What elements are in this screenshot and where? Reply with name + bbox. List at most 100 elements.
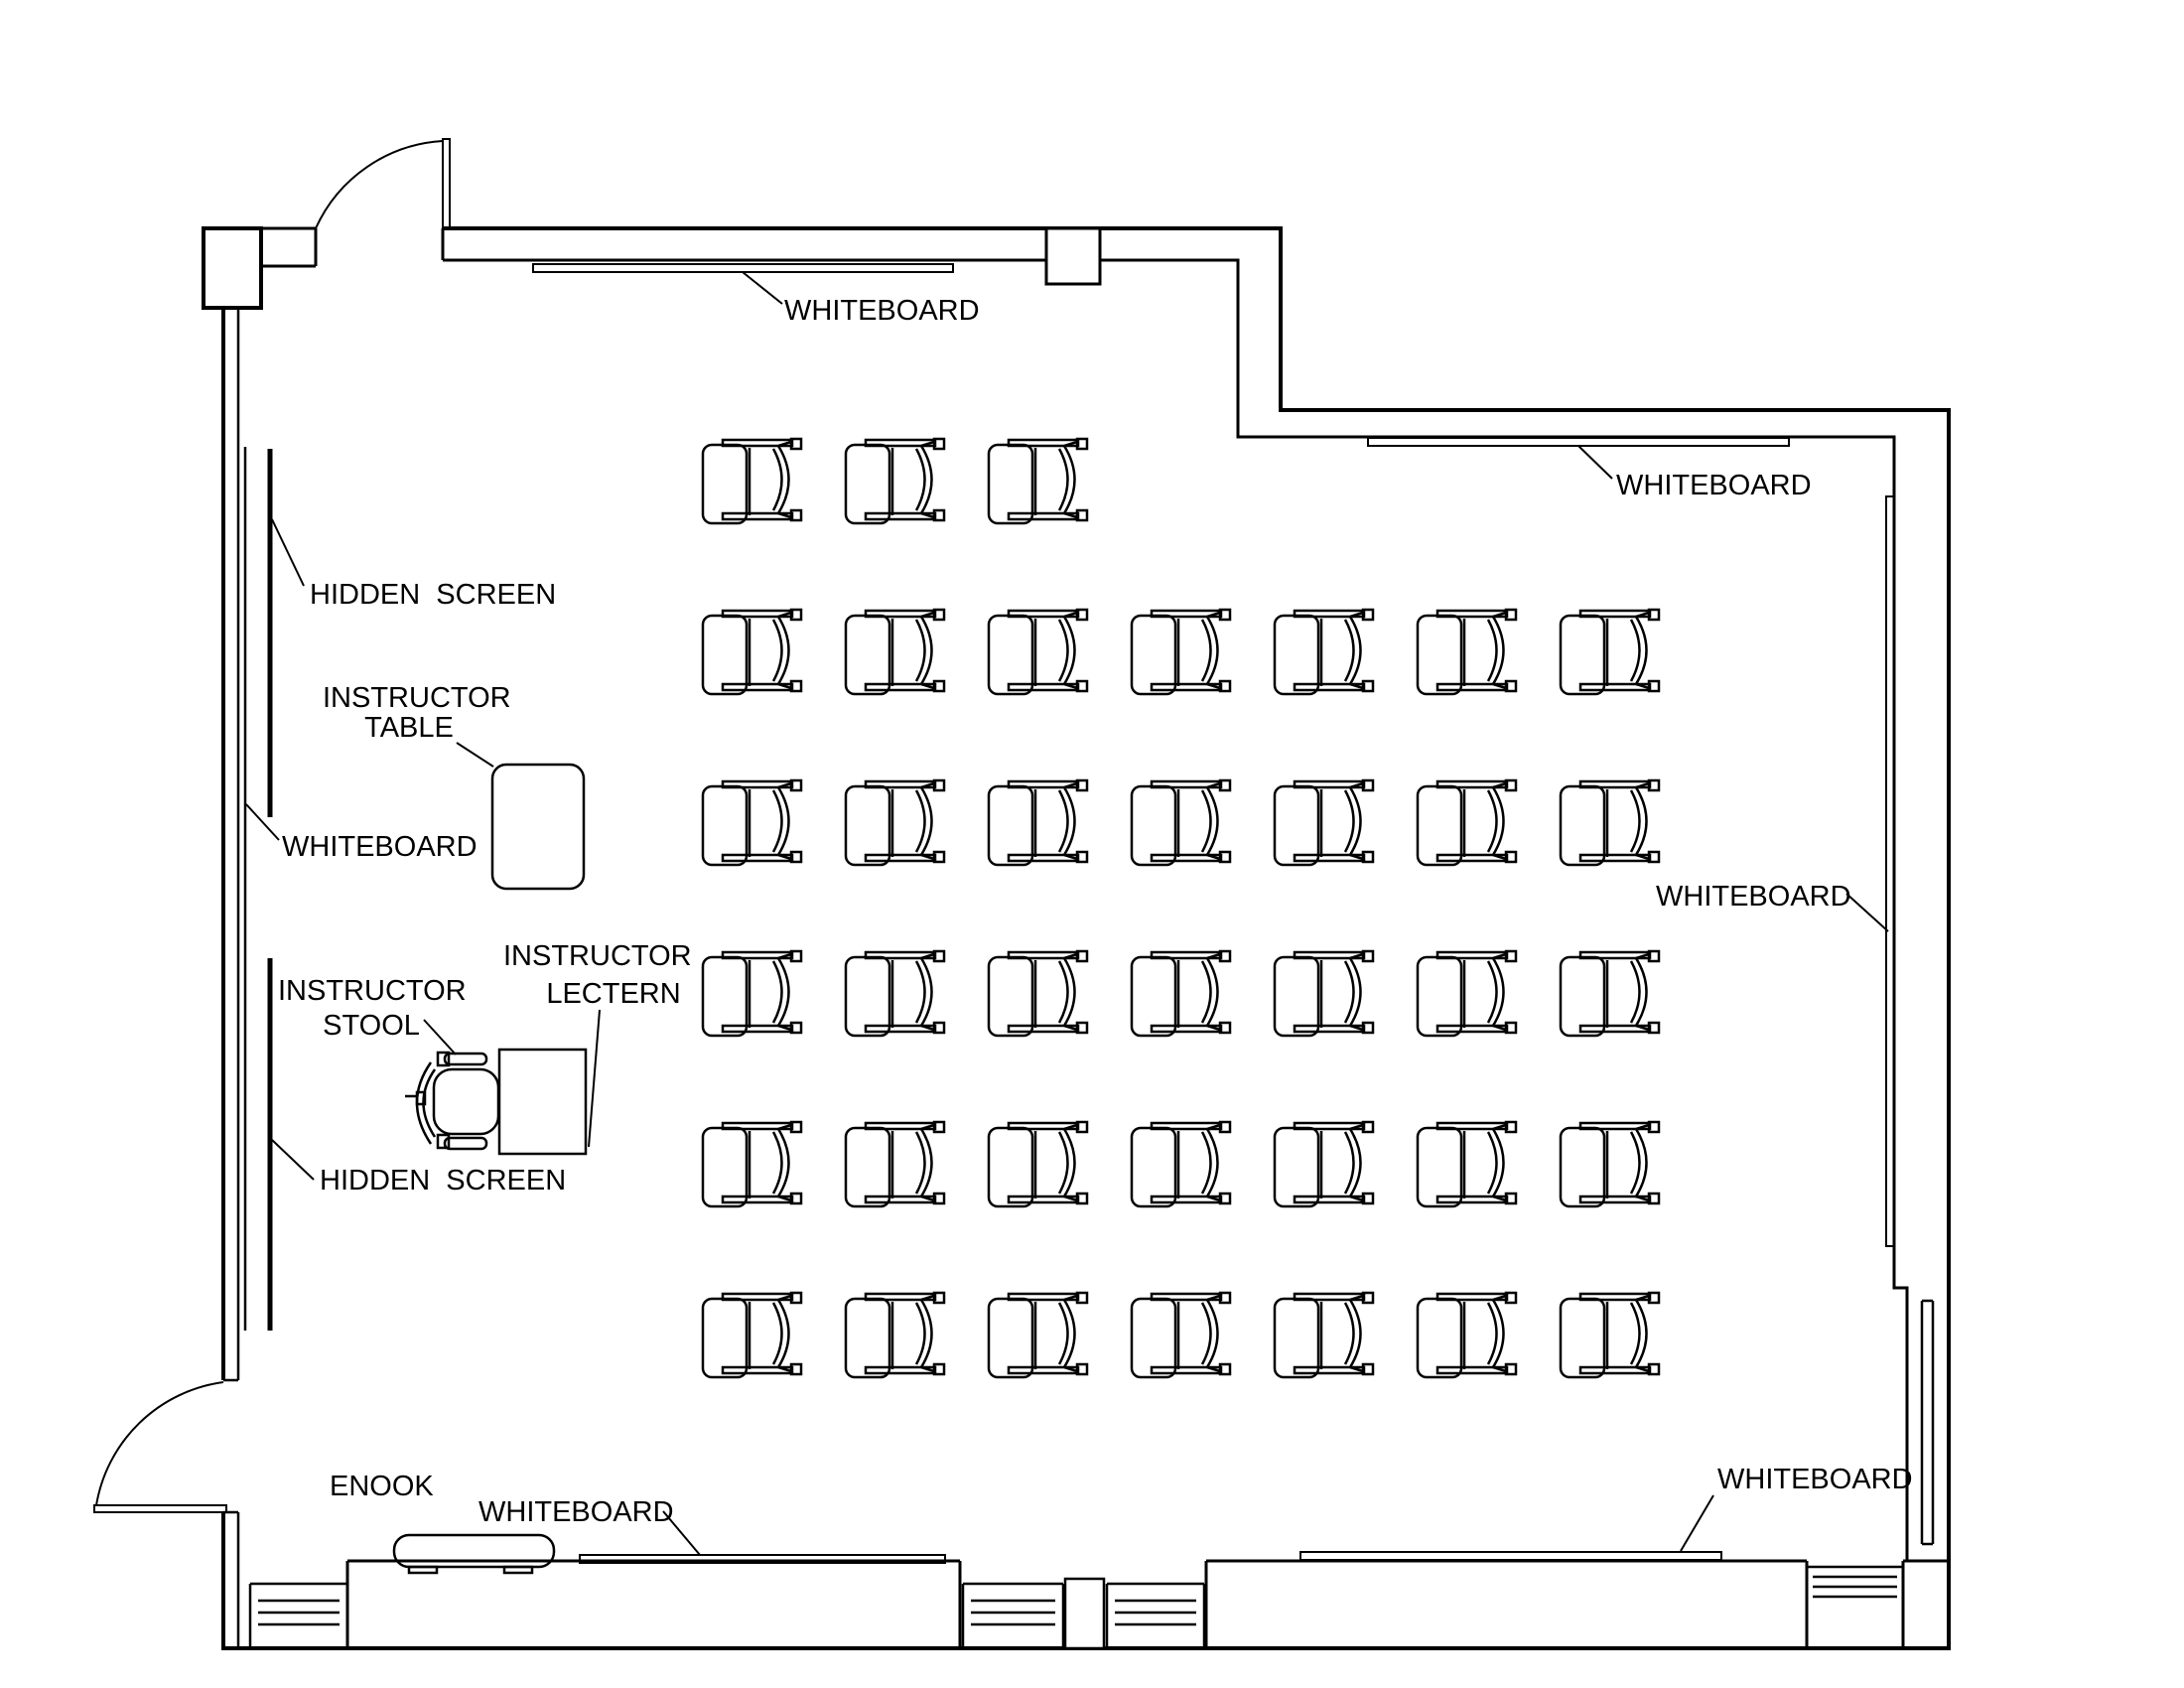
label-instructor-table-2: TABLE xyxy=(364,712,454,744)
louver-bottom-right xyxy=(1807,1565,1903,1599)
whiteboard-strip-bottom-left xyxy=(579,1554,946,1564)
chair xyxy=(1273,1120,1375,1208)
chair xyxy=(1273,608,1375,696)
label-instructor-stool-2: STOOL xyxy=(323,1010,420,1042)
chair xyxy=(1559,778,1661,867)
label-instructor-table-1: INSTRUCTOR xyxy=(323,682,511,714)
chair xyxy=(1416,1291,1518,1379)
leader-instructor-stool xyxy=(423,1019,457,1055)
top-wall-stub xyxy=(261,226,318,268)
wall-louvers xyxy=(248,1299,1935,1650)
wall-piece-lower-left xyxy=(223,1510,240,1648)
enook-body xyxy=(392,1533,556,1569)
stool-armrest xyxy=(443,1136,488,1151)
chair xyxy=(844,949,946,1038)
label-instructor-lectern-1: INSTRUCTOR xyxy=(503,940,692,972)
label-whiteboard-bottom-left: WHITEBOARD xyxy=(478,1496,674,1528)
chair xyxy=(701,778,803,867)
louver-bottom-center-a xyxy=(961,1582,1065,1648)
leader-lines xyxy=(245,271,1889,1556)
whiteboard-strip-top-right xyxy=(1367,437,1790,447)
chair xyxy=(1273,778,1375,867)
leader-whiteboard-bottom-right xyxy=(1680,1494,1714,1552)
instructor-area xyxy=(392,763,588,1575)
stool-back-outer xyxy=(415,1061,433,1145)
louver-bottom-center-b xyxy=(1105,1582,1206,1648)
bottom-wall-section-left xyxy=(345,1559,962,1648)
chair xyxy=(1559,949,1661,1038)
chair xyxy=(1130,1120,1232,1208)
wall-corner-post xyxy=(202,226,263,310)
chair xyxy=(701,949,803,1038)
bottom-wall-center-post xyxy=(1063,1577,1106,1650)
leader-instructor-table xyxy=(456,742,494,768)
bottom-wall-corner-post xyxy=(1901,1559,1949,1648)
chair xyxy=(1130,608,1232,696)
chair xyxy=(1416,949,1518,1038)
enook-foot xyxy=(407,1565,439,1575)
chair xyxy=(987,437,1089,525)
chair xyxy=(1416,608,1518,696)
whiteboard-strip-top xyxy=(532,263,954,273)
whiteboard-strip-right xyxy=(1885,495,1895,1247)
label-hidden-screen-bottom: HIDDEN SCREEN xyxy=(320,1165,566,1196)
outer-wall xyxy=(221,226,1951,1650)
leader-whiteboard-bottom-left xyxy=(662,1510,701,1556)
label-hidden-screen-top: HIDDEN SCREEN xyxy=(310,579,556,611)
stool-caster xyxy=(405,1090,427,1106)
chair xyxy=(1416,778,1518,867)
chair xyxy=(1416,1120,1518,1208)
label-enook: ENOOK xyxy=(330,1471,434,1502)
right-wall-window-strip xyxy=(1920,1299,1935,1546)
chair xyxy=(987,608,1089,696)
text-labels: WHITEBOARD WHITEBOARD WHITEBOARD WHITEBO… xyxy=(278,295,1913,1528)
door-swing-arc xyxy=(315,140,444,229)
leader-whiteboard-top xyxy=(742,271,783,305)
label-instructor-lectern-2: LECTERN xyxy=(546,978,680,1010)
door-bottom-left xyxy=(93,1381,227,1513)
label-whiteboard-bottom-right: WHITEBOARD xyxy=(1717,1464,1913,1495)
instructor-lectern xyxy=(497,1048,588,1156)
inner-wall-top-right xyxy=(441,228,1909,1561)
chair xyxy=(844,437,946,525)
stool-armrest xyxy=(443,1052,488,1066)
leader-whiteboard-top-right xyxy=(1577,445,1613,480)
label-instructor-stool-1: INSTRUCTOR xyxy=(278,975,467,1007)
whiteboard-strip-bottom-right xyxy=(1299,1551,1722,1561)
stool-caster xyxy=(436,1051,451,1067)
chair xyxy=(1559,1120,1661,1208)
chair xyxy=(844,608,946,696)
label-whiteboard-left: WHITEBOARD xyxy=(282,831,478,863)
chair xyxy=(1273,1291,1375,1379)
bottom-wall-section-right xyxy=(1204,1559,1809,1648)
door-top-left xyxy=(315,138,451,229)
chair xyxy=(987,1120,1089,1208)
stool-back-inner xyxy=(422,1068,437,1138)
chair xyxy=(1130,949,1232,1038)
stool-caster xyxy=(436,1133,451,1150)
chair xyxy=(1559,1291,1661,1379)
label-whiteboard-right: WHITEBOARD xyxy=(1656,881,1851,913)
inner-wall-left xyxy=(223,308,240,1382)
chair xyxy=(987,1291,1089,1379)
student-chair-grid xyxy=(701,437,1661,1379)
chair xyxy=(844,1120,946,1208)
chair xyxy=(1273,949,1375,1038)
instructor-table xyxy=(490,763,586,891)
label-whiteboard-top-right: WHITEBOARD xyxy=(1616,470,1812,501)
door-swing-arc xyxy=(95,1381,224,1506)
whiteboards xyxy=(243,263,1895,1564)
stool-seat xyxy=(432,1067,500,1136)
leader-hidden-screen-top xyxy=(271,518,305,587)
chair xyxy=(701,1120,803,1208)
chair xyxy=(701,1291,803,1379)
instructor-stool xyxy=(405,1051,500,1151)
leader-hidden-screen-bottom xyxy=(271,1139,315,1181)
leader-whiteboard-right xyxy=(1845,893,1889,932)
louver-bottom-left xyxy=(248,1582,349,1648)
leader-whiteboard-left xyxy=(245,803,280,841)
leader-instructor-lectern xyxy=(588,1009,601,1148)
top-wall-column xyxy=(1044,226,1102,286)
